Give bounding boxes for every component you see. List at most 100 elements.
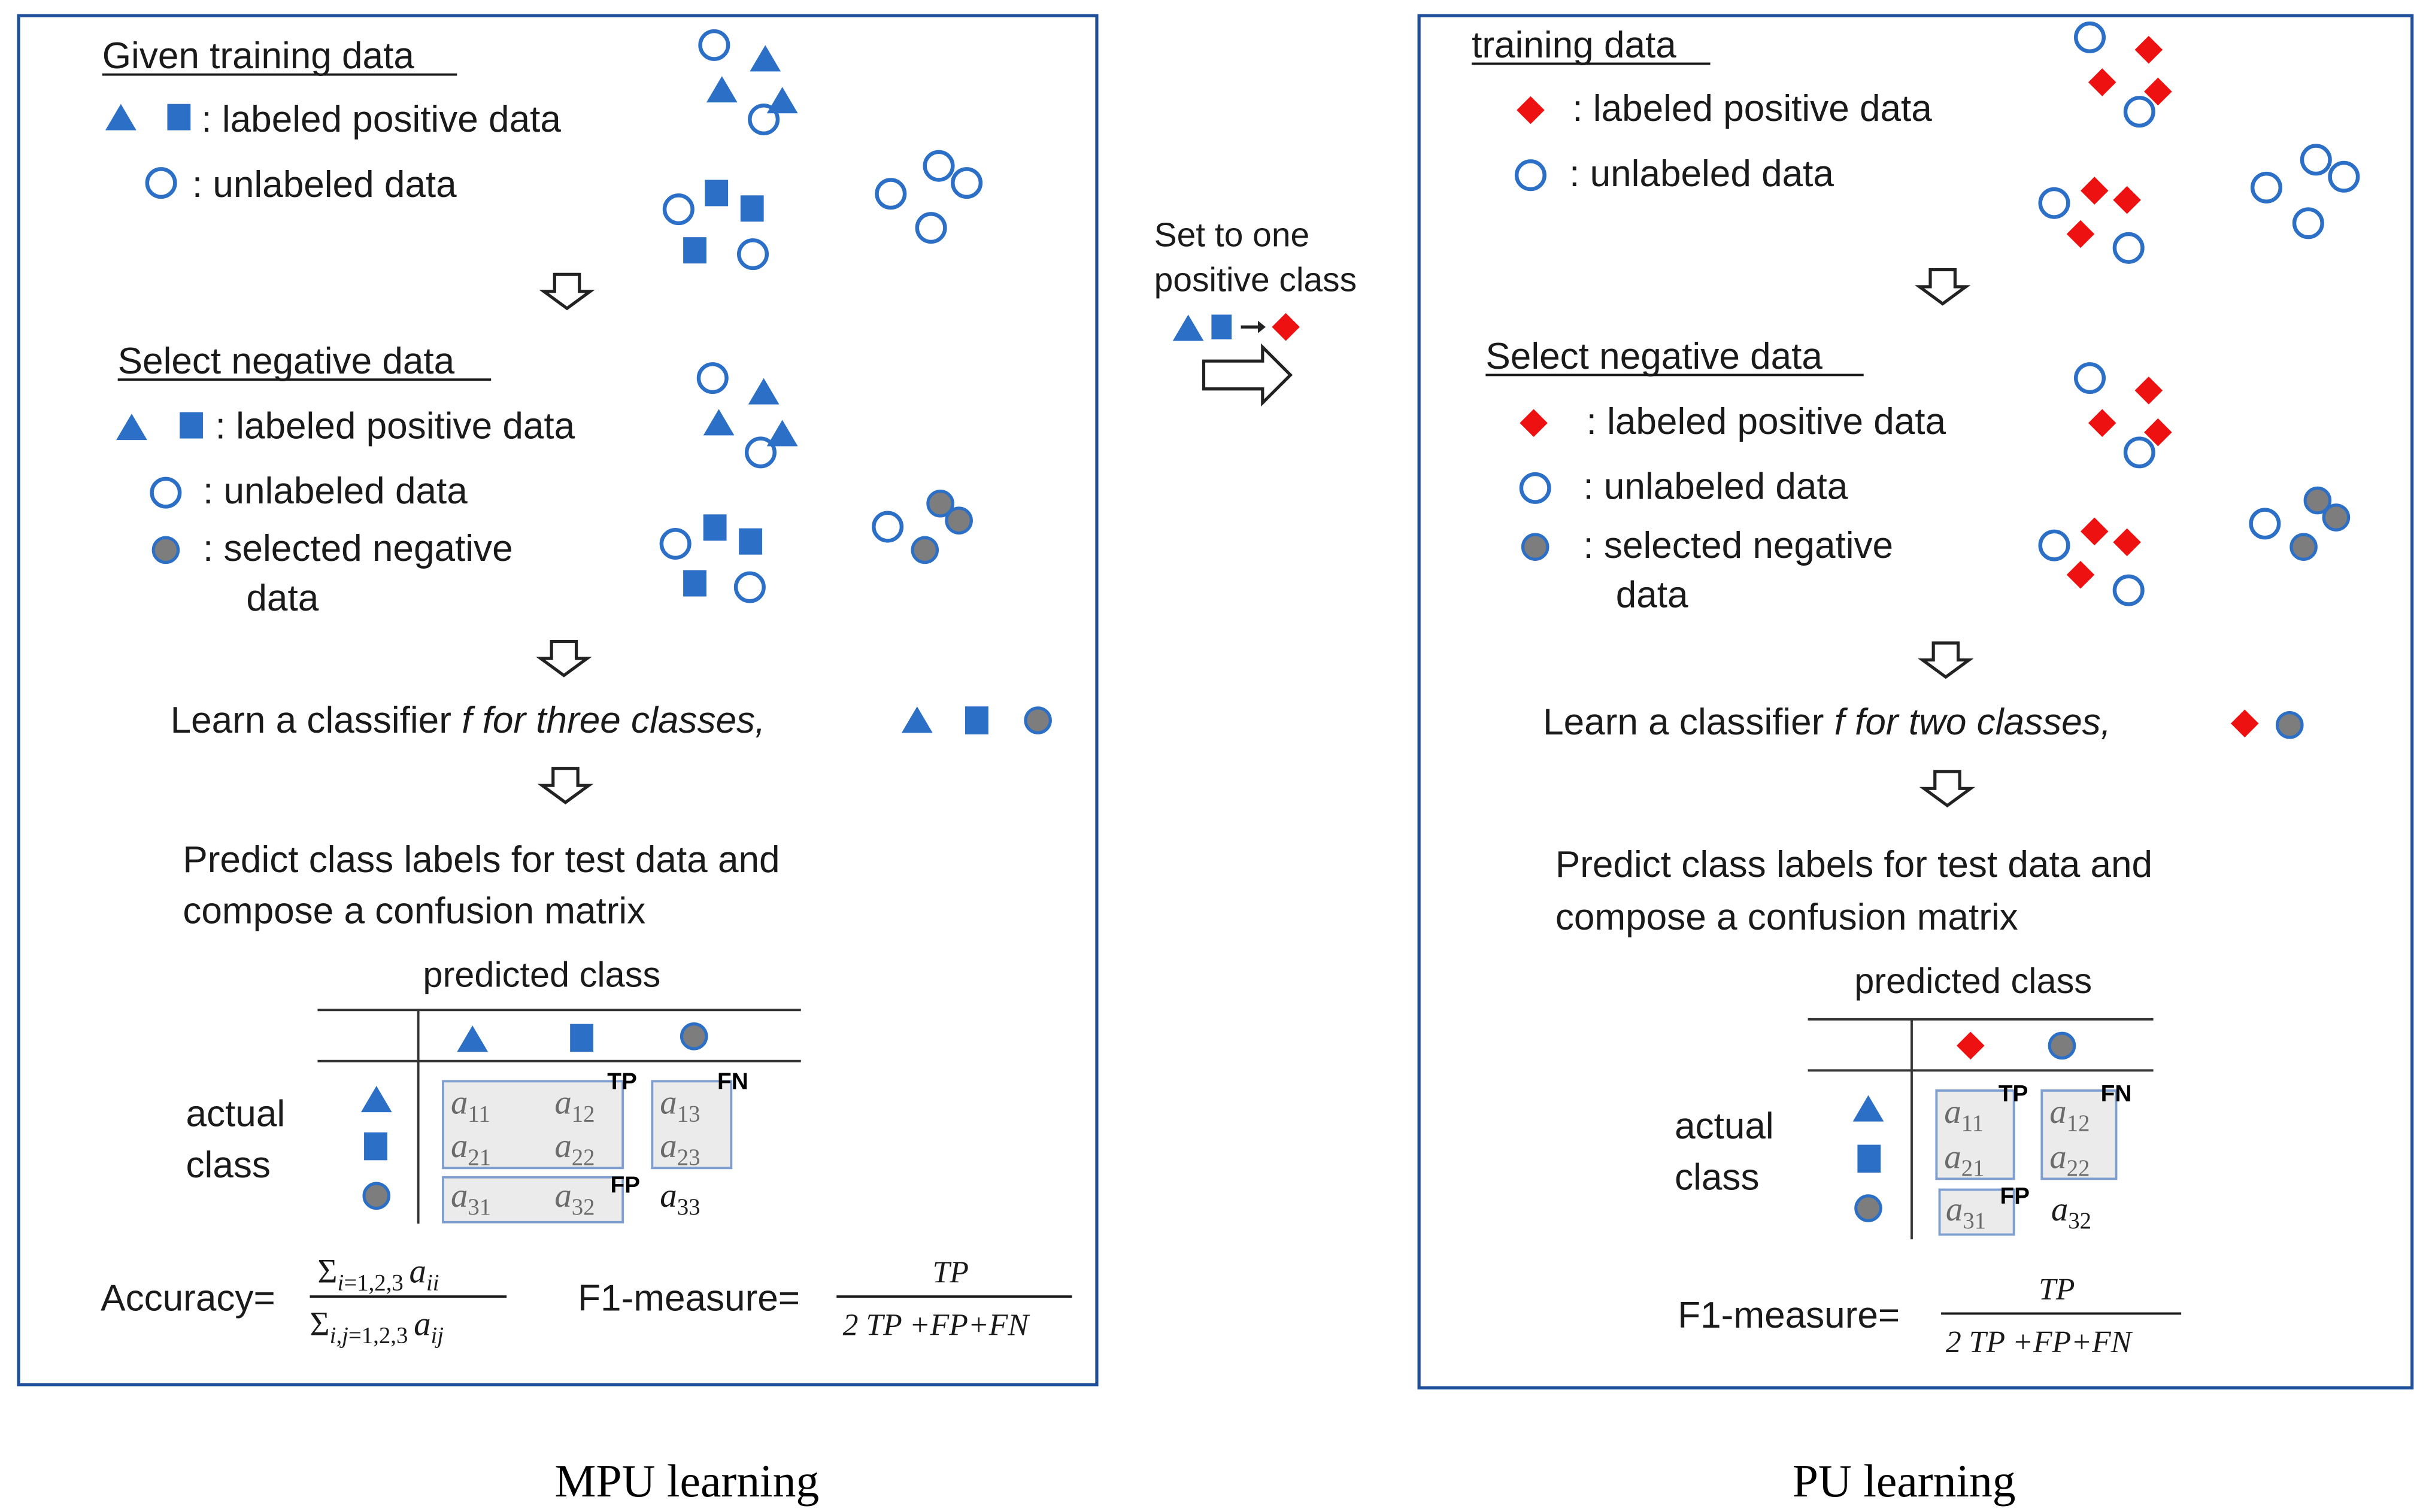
mpu-learn-text: Learn a classifier f for three classes,: [171, 700, 766, 741]
down-arrow-icon: [1924, 772, 1971, 806]
diamond-icon: [1272, 312, 1300, 341]
pu-legend-labeled: : labeled positive data: [1572, 88, 1932, 129]
pu-legend-unlabeled: : unlabeled data: [1569, 153, 1834, 195]
mpu-legend-unlabeled-2: : unlabeled data: [203, 470, 468, 512]
down-arrow-icon: [1919, 270, 1966, 304]
triangle-icon: [901, 706, 933, 733]
down-arrow-icon: [1922, 643, 1969, 677]
svg-text:a32: a32: [554, 1177, 595, 1220]
svg-text:Σi=1,2,3 aii: Σi=1,2,3 aii: [317, 1253, 439, 1296]
mpu-predict-line2: compose a confusion matrix: [183, 890, 645, 931]
pu-legend-selected-2: data: [1616, 575, 1688, 616]
mpu-actual-label-2: class: [186, 1144, 270, 1186]
small-arrowhead-icon: [1258, 320, 1266, 333]
diamond-icon: [2230, 709, 2259, 737]
square-icon: [167, 104, 191, 130]
open-circle-icon: [1519, 472, 1551, 504]
filled-circle-icon: [2048, 1031, 2076, 1060]
mpu-legend-labeled: : labeled positive data: [201, 99, 561, 140]
mpu-predicted-class-label: predicted class: [423, 955, 660, 995]
filled-circle-icon: [362, 1182, 391, 1210]
filled-circle-icon: [1521, 533, 1549, 561]
pu-f1-numerator: TP: [2039, 1273, 2075, 1307]
mpu-tp-tag: TP: [607, 1068, 637, 1094]
pu-learn-text: Learn a classifier f for two classes,: [1543, 702, 2111, 743]
pu-predicted-class-label: predicted class: [1854, 961, 2092, 1001]
pu-predict-line1: Predict class labels for test data and: [1555, 844, 2152, 885]
mpu-legend-selected-1: : selected negative: [203, 528, 513, 569]
svg-text:a23: a23: [660, 1127, 700, 1170]
mpu-predict-line1: Predict class labels for test data and: [183, 839, 780, 881]
mpu-given-title: Given training data: [102, 35, 415, 77]
square-icon: [364, 1132, 387, 1161]
pu-legend-selected-1: : selected negative: [1583, 525, 1893, 566]
svg-text:a21: a21: [1944, 1138, 1984, 1181]
triangle-icon: [116, 414, 147, 441]
svg-text:a12: a12: [2049, 1093, 2090, 1136]
triangle-icon: [1172, 314, 1204, 341]
mpu-actual-label-1: actual: [186, 1093, 285, 1134]
svg-text:a32: a32: [2051, 1191, 2091, 1234]
conversion-note: Set to one positive class: [1154, 216, 1357, 407]
mpu-fn-tag: FN: [717, 1068, 748, 1094]
filled-circle-icon: [680, 1022, 708, 1050]
mpu-legend-unlabeled: : unlabeled data: [192, 164, 457, 205]
diamond-icon: [1517, 96, 1545, 125]
pu-fp-tag: FP: [2000, 1183, 2030, 1209]
right-arrow-icon: [1202, 343, 1293, 407]
pu-f1-label: F1-measure=: [1678, 1295, 1900, 1336]
svg-text:a31: a31: [1946, 1191, 1986, 1234]
pu-scatter-selected: [2038, 362, 2351, 606]
open-circle-icon: [145, 167, 177, 199]
pu-legend-unlabeled-2: : unlabeled data: [1583, 466, 1848, 507]
triangle-icon: [360, 1086, 392, 1113]
set-to-one-line1: Set to one: [1154, 216, 1309, 254]
square-icon: [570, 1024, 594, 1052]
svg-text:a12: a12: [554, 1084, 595, 1127]
diamond-icon: [1520, 409, 1548, 437]
square-icon: [965, 706, 988, 734]
pu-confusion-matrix: predicted class actual class a11 a12 a21…: [1675, 961, 2154, 1240]
square-icon: [1211, 314, 1232, 339]
svg-text:a11: a11: [451, 1084, 490, 1127]
mpu-confusion-matrix: predicted class actual class a11 a12 a13…: [186, 955, 801, 1224]
down-arrow-icon: [542, 769, 589, 803]
svg-text:a11: a11: [1944, 1093, 1984, 1136]
mpu-f1-label: F1-measure=: [578, 1277, 800, 1319]
filled-circle-icon: [1024, 706, 1052, 734]
pu-select-title: Select negative data: [1485, 336, 1822, 377]
mpu-legend-labeled-2: : labeled positive data: [216, 406, 575, 447]
mpu-f1-denominator: 2 TP +FP+FN: [843, 1308, 1030, 1343]
svg-text:a31: a31: [451, 1177, 491, 1220]
open-circle-icon: [150, 476, 182, 509]
pu-f1-formula: F1-measure= TP 2 TP +FP+FN: [1678, 1273, 2182, 1359]
down-arrow-icon: [544, 274, 590, 308]
pu-actual-label-1: actual: [1675, 1106, 1774, 1147]
open-circle-icon: [1514, 159, 1546, 192]
mpu-f1-numerator: TP: [933, 1256, 969, 1290]
svg-text:a22: a22: [2049, 1138, 2090, 1181]
svg-text:Σi,j=1,2,3 aij: Σi,j=1,2,3 aij: [310, 1305, 444, 1349]
diamond-icon: [1956, 1031, 1985, 1060]
svg-text:a22: a22: [554, 1127, 595, 1170]
svg-text:a33: a33: [660, 1177, 700, 1220]
mpu-select-title: Select negative data: [118, 341, 455, 382]
mpu-panel-frame: [17, 14, 1099, 1387]
pu-fn-tag: FN: [2101, 1081, 2132, 1107]
pu-tp-tag: TP: [1999, 1081, 2028, 1107]
mpu-fp-tag: FP: [610, 1173, 640, 1198]
pu-caption: PU learning: [1793, 1455, 2016, 1507]
triangle-icon: [457, 1025, 489, 1052]
pu-f1-denominator: 2 TP +FP+FN: [1946, 1325, 2133, 1359]
square-icon: [1857, 1144, 1881, 1173]
mpu-accuracy-formula: Accuracy= Σi=1,2,3 aii Σi,j=1,2,3 aij: [101, 1253, 507, 1349]
pu-training-title: training data: [1472, 25, 1676, 66]
set-to-one-line2: positive class: [1154, 261, 1357, 299]
pu-scatter-training: [2038, 21, 2360, 264]
mpu-legend-selected-2: data: [246, 578, 319, 619]
filled-circle-icon: [2276, 711, 2304, 739]
down-arrow-icon: [541, 642, 587, 676]
pu-actual-label-2: class: [1675, 1156, 1759, 1198]
